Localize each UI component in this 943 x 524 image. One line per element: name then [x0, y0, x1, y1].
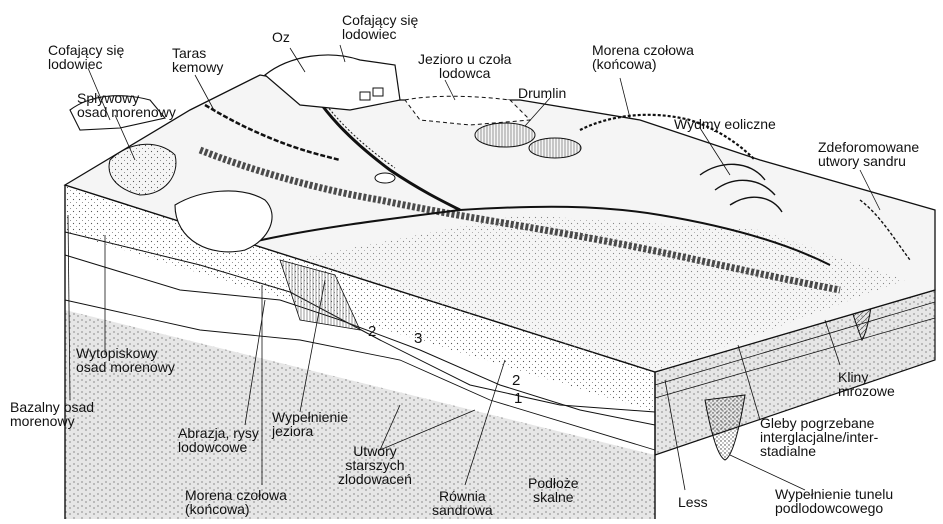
layer-number: 2	[512, 372, 520, 389]
tunnel-infill	[705, 395, 745, 460]
proglacial-lake	[405, 96, 530, 125]
layer-number: 2	[368, 323, 376, 340]
label-aeolian-dunes: Wydmy eoliczne	[674, 117, 776, 131]
layer-number: 1	[514, 390, 522, 407]
label-loess: Less	[678, 495, 708, 509]
kettle-hole	[375, 173, 395, 183]
label-terminal-moraine-top: Morena czołowa(końcowa)	[592, 43, 694, 71]
label-drumlin: Drumlin	[518, 86, 566, 100]
label-terminal-moraine-bottom: Morena czołowa(końcowa)	[185, 488, 287, 516]
label-esker: Oz	[272, 30, 290, 44]
layer-number: 3	[414, 330, 422, 347]
drumlin	[475, 123, 535, 147]
